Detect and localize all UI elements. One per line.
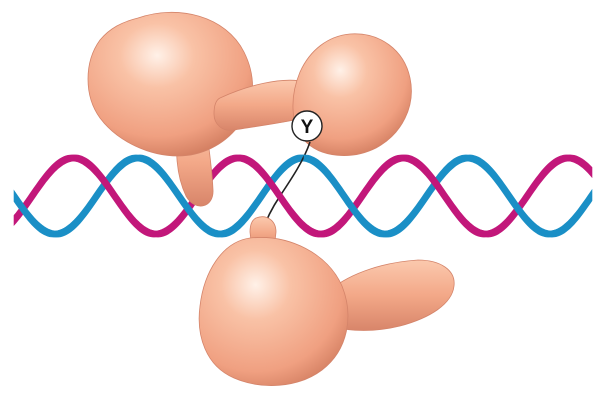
dna-strand-blue-segment-6 [468,155,552,237]
residue-label-text: Y [301,117,314,138]
protein-top-left-body [88,12,253,156]
dna-strand-blue-segment-4 [304,155,386,237]
protein-bottom-body [199,237,348,385]
dna-strand-blue-segment-7 [552,190,592,237]
protein-bottom-arm [330,260,454,331]
dna-strand-magenta-segment-7 [570,155,592,177]
protein-subunit-bottom [199,217,454,386]
dna-strand-magenta-segment-0 [14,155,74,225]
tyrosine-residue-marker: Y [292,111,322,141]
